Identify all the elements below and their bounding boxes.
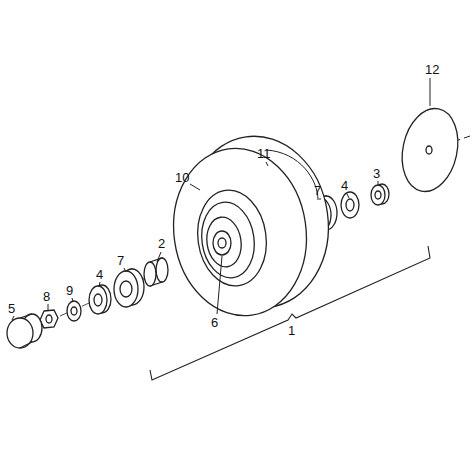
callout-number: 7: [117, 254, 124, 268]
end-cap-part: [20, 314, 32, 348]
leader-lines: [12, 78, 430, 320]
end-cap: [7, 314, 42, 348]
leader-lines-part: [99, 282, 100, 287]
spacer-tube: [144, 258, 168, 286]
hex-nut-part: [46, 315, 52, 323]
washer-part: [67, 301, 81, 321]
assembly-bracket: [150, 246, 430, 380]
callout-number: 9: [66, 284, 73, 298]
leader-lines-part: [190, 184, 200, 190]
spacer-tube-part: [156, 258, 168, 282]
leader-lines-part: [72, 298, 73, 302]
bushing-part: [89, 286, 107, 314]
washer-part: [71, 307, 77, 315]
wheel-tyre-part: [204, 215, 245, 269]
wheel-tyre-part: [197, 199, 259, 281]
leader-lines-part: [48, 304, 49, 311]
wheel-tyre-part: [213, 231, 231, 255]
callout-number: 5: [8, 302, 15, 316]
hub-cap-disk-part: [426, 146, 432, 154]
wheel-tyre: [163, 127, 339, 324]
washer-part: [341, 192, 359, 218]
wheel-tyre-part: [192, 186, 273, 291]
leader-lines-part: [124, 268, 126, 272]
wheel-tyre-part: [218, 238, 226, 248]
bearing-part: [120, 281, 132, 297]
spacer-tube-part: [144, 262, 156, 286]
callout-number: 1: [288, 324, 295, 338]
leader-lines-part: [157, 252, 161, 262]
leader-lines-part: [266, 162, 268, 166]
hex-nut-part: [40, 310, 58, 328]
washer: [67, 301, 81, 321]
hub-cap-disk-part: [395, 103, 465, 196]
bearing-part: [114, 271, 138, 307]
bushing-part: [94, 294, 102, 306]
leader-lines-part: [217, 256, 222, 314]
callout-number: 4: [96, 268, 103, 282]
callout-number: 11: [257, 147, 271, 161]
callout-number: 3: [373, 167, 380, 181]
leader-lines-part: [12, 316, 14, 320]
callout-number: 6: [211, 316, 218, 330]
leader-lines-part: [320, 198, 321, 200]
bushing-part: [371, 185, 385, 205]
hub-cap-disk: [395, 103, 465, 196]
leader-lines-part: [430, 78, 431, 106]
bushing-part: [375, 191, 381, 199]
bearing: [114, 269, 144, 307]
callout-number: 4: [341, 179, 348, 193]
callout-number: 8: [43, 290, 50, 304]
washer-part: [346, 199, 354, 211]
callout-number: 7: [314, 184, 321, 198]
callout-number: 2: [158, 237, 165, 251]
bushing: [371, 184, 389, 205]
callout-number: 12: [425, 63, 439, 77]
hex-nut: [40, 310, 58, 328]
callout-number: 10: [175, 171, 189, 185]
wheel-tyre-part: [266, 150, 318, 200]
leader-lines-part: [378, 181, 379, 186]
wheel-tyre-part: [163, 140, 317, 325]
bushing: [89, 285, 111, 314]
washer: [341, 192, 359, 218]
leader-lines-part: [347, 194, 349, 198]
